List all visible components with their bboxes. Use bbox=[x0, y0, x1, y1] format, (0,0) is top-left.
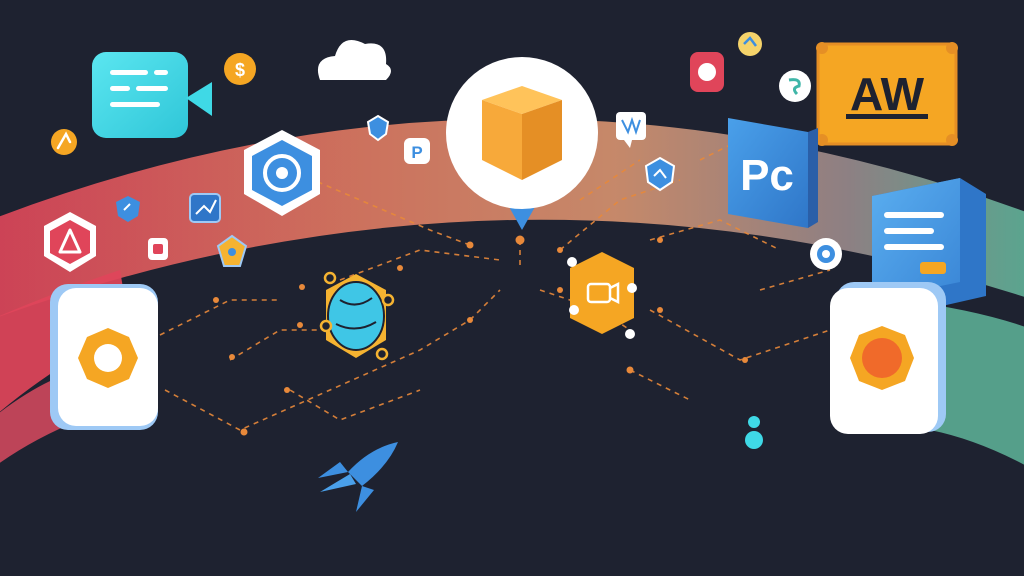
camera-hex-icon bbox=[567, 252, 637, 339]
connector-lines bbox=[159, 139, 831, 431]
shield-chip-icon bbox=[116, 196, 140, 222]
shield-chip-right-icon bbox=[644, 156, 676, 192]
gear-tile-right-icon bbox=[830, 282, 946, 434]
chat-video-icon bbox=[92, 52, 212, 138]
pc-tile-icon: Pc bbox=[728, 118, 818, 228]
apple-chip-icon bbox=[690, 52, 724, 92]
person-icon bbox=[745, 416, 763, 449]
rocket-icon bbox=[318, 442, 398, 512]
dollar-coin-label: $ bbox=[235, 60, 245, 80]
pc-tile-label: Pc bbox=[740, 151, 794, 200]
shield-blue-small-icon bbox=[366, 114, 390, 142]
hexagon-node-icon bbox=[244, 130, 320, 216]
gold-coin-icon bbox=[738, 32, 762, 56]
globe-hub-icon bbox=[319, 271, 395, 361]
chart-chip-icon bbox=[189, 193, 221, 223]
gear-chip-right-icon bbox=[810, 238, 842, 270]
p-chip-label: P bbox=[411, 143, 422, 162]
cube-icon bbox=[482, 86, 562, 180]
p-chip-icon: P bbox=[404, 138, 430, 164]
gold-gem-icon bbox=[216, 234, 248, 267]
connector-dots bbox=[213, 235, 748, 436]
cube-bubble bbox=[446, 57, 598, 230]
wifi-chip-icon bbox=[616, 112, 646, 148]
gear-tile-left-icon bbox=[50, 284, 158, 430]
server-panel-icon bbox=[872, 178, 986, 316]
dollar-coin-icon: $ bbox=[224, 53, 256, 85]
aw-badge-icon: AW bbox=[816, 42, 958, 146]
lock-chip-icon bbox=[148, 238, 168, 260]
cloud-icon bbox=[317, 40, 391, 80]
warning-icon bbox=[44, 212, 96, 272]
small-orange-chip-icon bbox=[51, 129, 77, 155]
aw-badge-label: AW bbox=[850, 68, 925, 120]
s-coin-icon bbox=[779, 70, 811, 102]
